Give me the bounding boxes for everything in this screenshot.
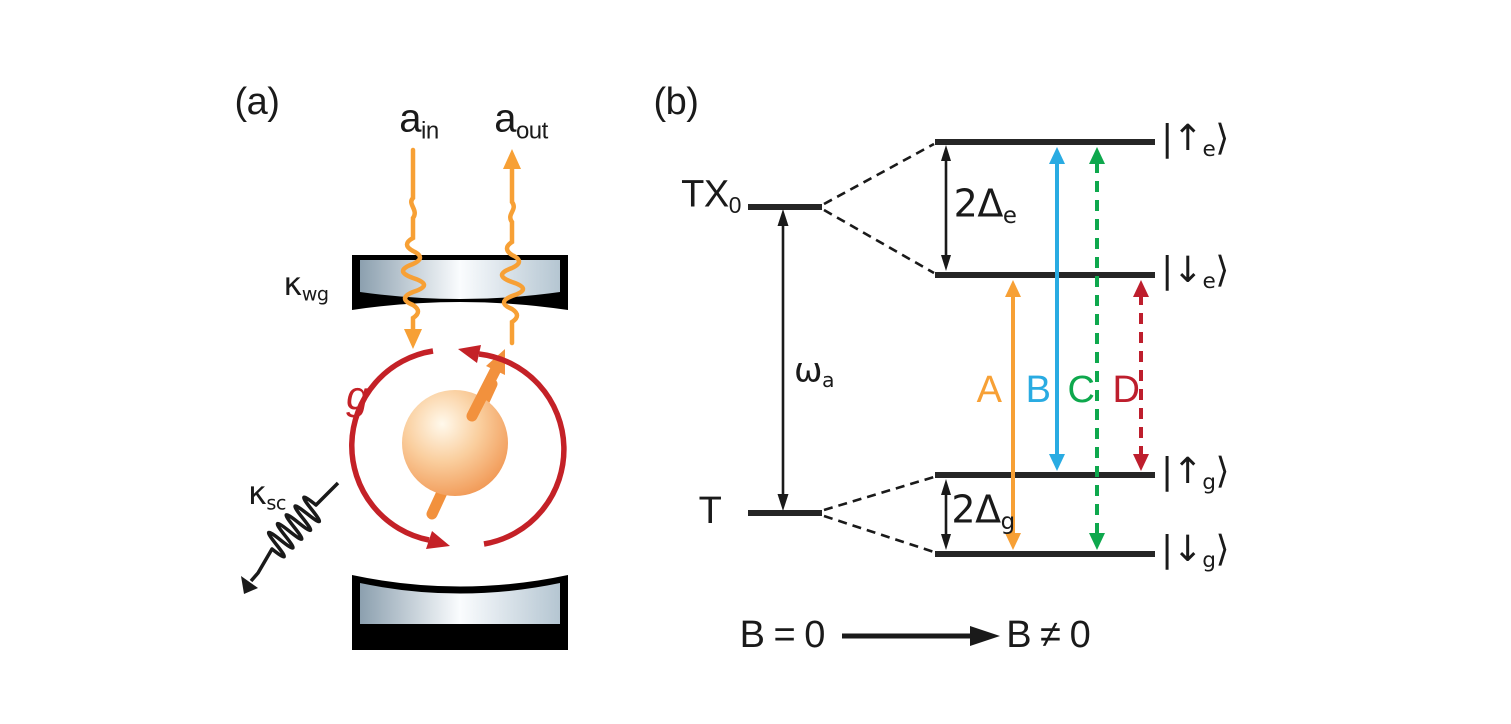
spin-arrowhead: [486, 349, 505, 375]
kappa-sc-arrowhead: [241, 576, 258, 594]
a-in-arrowhead: [404, 329, 422, 349]
transition-C-arrow: [1089, 147, 1105, 550]
field-nonzero-label: B ≠ 0: [1006, 614, 1090, 656]
panel-b-label: (b): [653, 81, 699, 123]
zeeman-levels: [935, 139, 1155, 557]
kappa-wg-label: κwg: [283, 265, 329, 306]
spin-sphere: [402, 390, 508, 496]
transition-D-arrow: [1133, 280, 1149, 471]
transition-D-label: D: [1112, 369, 1140, 411]
splitting-e-label: 2Δe: [953, 181, 1017, 229]
omega-a-label: ωa: [794, 350, 834, 393]
transition-A-label: A: [976, 369, 1002, 411]
ket-down-e-label: |↓e⟩: [1161, 250, 1229, 295]
ket-up-e-label: |↑e⟩: [1161, 118, 1229, 163]
bottom-mirror: [352, 575, 568, 650]
panel-a-label: (a): [234, 81, 280, 123]
level-TX0-label: TX0: [681, 173, 741, 218]
ket-down-g-label: |↓g⟩: [1160, 529, 1230, 574]
field-arrow: [842, 626, 1000, 646]
splitting-g-label: 2Δg: [951, 487, 1015, 535]
spin-arrow-shaft-front: [466, 361, 503, 422]
transition-B-label: B: [1025, 369, 1051, 411]
top-mirror: [352, 255, 568, 310]
transition-C-label: C: [1067, 369, 1095, 411]
a-out-arrowhead: [503, 149, 521, 169]
omega-a-arrow: [777, 209, 789, 511]
a-in-label: ain: [399, 96, 439, 145]
coupling-arrowhead-bottom: [426, 531, 450, 549]
splitting-e-arrow: [941, 145, 951, 271]
coupling-g-label: g: [346, 374, 368, 418]
a-out-label: aout: [494, 96, 548, 145]
transition-B-arrow: [1049, 147, 1065, 471]
splitting-connectors: [823, 142, 935, 554]
kappa-sc-label: κsc: [248, 474, 286, 515]
transition-A-arrow: [1005, 280, 1021, 550]
kappa-sc-squiggle: [249, 481, 340, 583]
a-in-wave: [400, 147, 427, 337]
ket-up-g-label: |↑g⟩: [1160, 451, 1230, 496]
coupling-arrowhead-top: [458, 345, 481, 363]
coupling-arrows: [349, 348, 567, 547]
level-T-label: T: [698, 490, 722, 532]
field-zero-label: B = 0: [739, 614, 826, 656]
a-out-wave: [499, 163, 526, 346]
splitting-g-arrow: [941, 479, 951, 550]
